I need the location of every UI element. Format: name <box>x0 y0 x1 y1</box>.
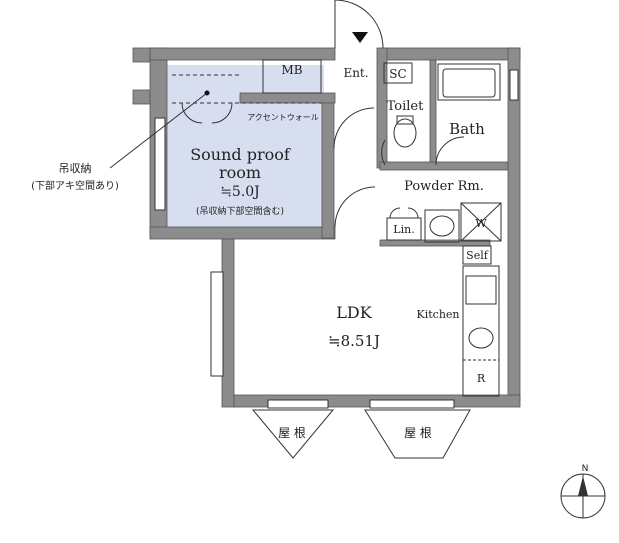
ldk-size: ≒8.51J <box>328 332 380 350</box>
leader-line <box>109 92 208 169</box>
sound-room-size: ≒5.0J <box>220 184 260 200</box>
label-linen: Lin. <box>393 223 414 236</box>
label-mb: MB <box>281 63 302 77</box>
label-sc: SC <box>389 67 406 81</box>
doors <box>181 0 465 228</box>
label-entrance: Ent. <box>343 66 368 80</box>
compass-north-label: N <box>582 464 589 474</box>
hanging-storage-1: 吊収納 <box>59 162 92 175</box>
label-bath: Bath <box>449 120 485 138</box>
sound-room-floor <box>167 65 324 227</box>
sound-room-name-1: Sound proof <box>190 145 291 164</box>
roof-right: 屋 根 <box>404 426 432 440</box>
label-powder: Powder Rm. <box>404 179 484 194</box>
hanging-storage-2: (下部アキ空間あり) <box>31 179 119 192</box>
roof-overhangs <box>251 409 471 459</box>
ldk-name: LDK <box>336 303 372 322</box>
fixtures <box>172 59 502 397</box>
sound-room-name-2: room <box>219 163 261 182</box>
roof-left: 屋 根 <box>278 426 306 440</box>
label-self: Self <box>466 249 489 262</box>
label-toilet: Toilet <box>387 99 424 114</box>
entrance-arrow-icon <box>352 32 368 43</box>
label-washer: W <box>475 217 487 230</box>
label-accent-wall: アクセントウォール <box>247 113 319 122</box>
leader-dot <box>204 90 210 96</box>
windows <box>154 69 519 409</box>
label-kitchen: Kitchen <box>417 308 460 321</box>
compass-icon <box>560 473 606 519</box>
sound-room-note: (吊収納下部空間含む) <box>196 205 284 217</box>
label-fridge: R <box>477 372 486 385</box>
